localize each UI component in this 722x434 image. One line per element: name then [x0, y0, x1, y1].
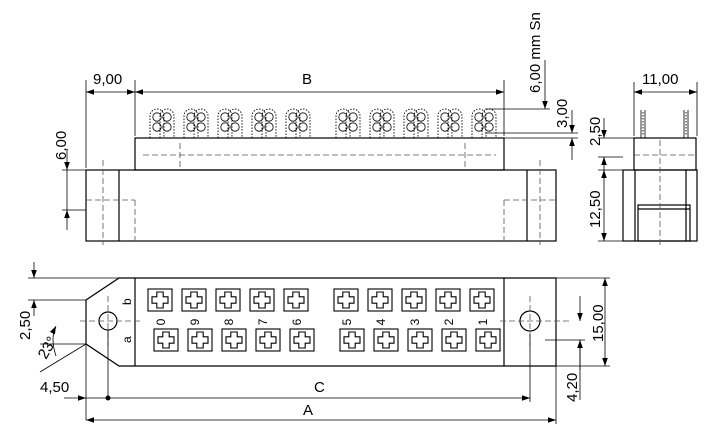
side-upper-block	[633, 137, 697, 171]
dim-C: C	[314, 379, 325, 396]
contact-row-b	[469, 288, 495, 312]
solder-pin	[183, 108, 199, 138]
solder-pin	[159, 108, 175, 138]
contact-row-b	[181, 288, 207, 312]
dim-B: B	[302, 71, 312, 88]
contact-number: 5	[340, 318, 354, 325]
contact-number: 2	[442, 318, 456, 325]
dim-11-00: 11,00	[642, 71, 678, 88]
contact-row-a	[221, 328, 247, 352]
solder-pin	[227, 108, 243, 138]
contact-row-b	[215, 288, 241, 312]
bottom-view: b a 0 9 8 7 6 5 4 3 2 1	[80, 277, 570, 367]
front-upper-block	[134, 137, 505, 171]
solder-pin	[335, 108, 351, 138]
contact-row-b	[283, 288, 309, 312]
dim-9-00: 9,00	[93, 71, 122, 88]
front-dimensions: 9,00 B 6,00 6,00 mm Sn 3,00	[53, 12, 578, 230]
side-view	[622, 110, 698, 245]
solder-pin	[471, 108, 487, 138]
contact-row-a	[407, 328, 433, 352]
solder-pin	[413, 108, 429, 138]
dim-2-50-left: 2,50	[17, 311, 34, 340]
contact-number: 1	[476, 318, 490, 325]
solder-pin	[345, 108, 361, 138]
contact-number: 9	[188, 318, 202, 325]
dim-23-deg: 23°	[35, 334, 61, 362]
solder-pin	[481, 108, 497, 138]
solder-pin	[261, 108, 277, 138]
contact-array: 0 9 8 7 6 5 4 3 2 1	[147, 288, 501, 352]
solder-pin	[447, 108, 463, 138]
contact-number: 7	[256, 318, 270, 325]
dim-4-20: 4,20	[564, 373, 581, 402]
contact-row-a	[289, 328, 315, 352]
dim-3-00: 3,00	[554, 99, 571, 128]
dim-12-50: 12,50	[587, 190, 604, 228]
side-dimensions: 11,00 2,50 12,50	[587, 71, 698, 242]
dim-15-00: 15,00	[590, 304, 607, 342]
contact-number: 6	[290, 318, 304, 325]
solder-pin	[295, 108, 311, 138]
contact-number: 3	[408, 318, 422, 325]
solder-pin	[193, 108, 209, 138]
front-view	[85, 108, 557, 245]
contact-row-a	[153, 328, 179, 352]
contact-row-a	[339, 328, 365, 352]
side-slot	[637, 204, 691, 242]
bottom-dimensions: 2,50 23° 4,50 C A 15,00 4,20	[17, 262, 610, 424]
solder-pin	[217, 108, 233, 138]
contact-row-b	[435, 288, 461, 312]
contact-row-b	[401, 288, 427, 312]
dim-2-50-top: 2,50	[587, 117, 604, 146]
contact-number: 8	[222, 318, 236, 325]
dim-A: A	[303, 402, 313, 419]
solder-pin	[251, 108, 267, 138]
dim-6-00-left: 6,00	[53, 131, 70, 160]
contact-row-a	[373, 328, 399, 352]
row-label-b: b	[120, 298, 134, 305]
front-body	[85, 169, 557, 242]
contact-row-a	[255, 328, 281, 352]
dim-4-50: 4,50	[40, 379, 69, 396]
solder-pin	[437, 108, 453, 138]
solder-pin	[285, 108, 301, 138]
solder-pin	[149, 108, 165, 138]
contact-number: 4	[374, 318, 388, 325]
solder-pin	[403, 108, 419, 138]
solder-pins	[149, 108, 497, 138]
solder-pin	[369, 108, 385, 138]
solder-pin	[379, 108, 395, 138]
contact-row-b	[249, 288, 275, 312]
contact-row-b	[367, 288, 393, 312]
dim-6-00-mm-sn: 6,00 mm Sn	[527, 12, 544, 93]
contact-row-b	[333, 288, 359, 312]
contact-number: 0	[154, 318, 168, 325]
contact-row-a	[187, 328, 213, 352]
row-label-a: a	[120, 336, 134, 343]
contact-row-b	[147, 288, 173, 312]
contact-row-a	[475, 328, 501, 352]
contact-row-a	[441, 328, 467, 352]
